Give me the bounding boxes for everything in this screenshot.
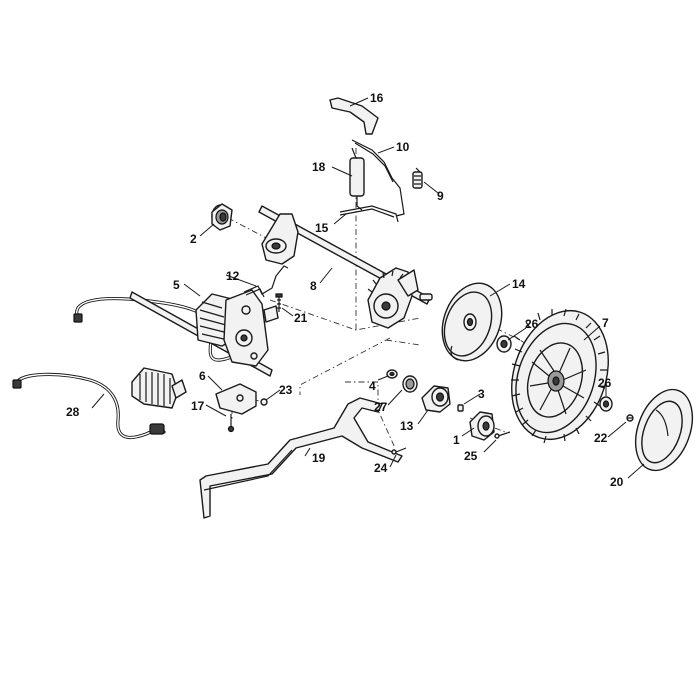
part-1-pinion (469, 411, 495, 441)
callout-7: 7 (602, 316, 609, 330)
part-22-screw (626, 414, 634, 422)
callout-22: 22 (594, 431, 608, 445)
callout-23: 23 (279, 383, 293, 397)
part-8-shaft (258, 205, 433, 329)
part-28-coil-unit (131, 367, 187, 409)
callout-8: 8 (310, 279, 317, 293)
part-28-cable (12, 372, 166, 440)
part-16-lever (329, 97, 379, 135)
callout-4: 4 (369, 379, 376, 393)
callout-14: 14 (512, 277, 526, 291)
callout-6: 6 (199, 369, 206, 383)
callout-10: 10 (396, 140, 410, 154)
callout-20: 20 (610, 475, 624, 489)
part-25-clip (494, 431, 511, 439)
part-12-spring-wire (243, 265, 289, 298)
part-24-pin (391, 447, 407, 455)
callout-15: 15 (315, 221, 329, 235)
part-7-rear-wheel (511, 308, 609, 444)
part-18-spring (349, 147, 365, 211)
part-15-wire-link (339, 205, 399, 223)
callout-3: 3 (478, 387, 485, 401)
part-23-screw (260, 398, 268, 406)
callout-13: 13 (400, 419, 414, 433)
callout-17: 17 (191, 399, 205, 413)
part-10-rod (351, 139, 405, 217)
callout-28: 28 (66, 405, 80, 419)
callout-18: 18 (312, 160, 326, 174)
callout-26b: 26 (598, 376, 612, 390)
callout-26a: 26 (525, 317, 539, 331)
part-19-frame (199, 397, 403, 519)
callout-leaders (91, 97, 645, 479)
callout-25: 25 (464, 449, 478, 463)
callout-21: 21 (294, 311, 308, 325)
part-20-hub-cap (634, 388, 694, 472)
part-6-bracket (215, 383, 257, 415)
callout-2: 2 (190, 232, 197, 246)
callout-24: 24 (374, 461, 388, 475)
callout-5: 5 (173, 278, 180, 292)
gearbox-assembly (129, 289, 279, 377)
part-2-bushing (211, 203, 233, 231)
callout-1: 1 (453, 433, 460, 447)
part-17-screw (227, 414, 235, 433)
part-26-bearing-right (599, 396, 613, 412)
part-14-hub-disc (441, 282, 503, 362)
part-13-clutch (421, 385, 451, 413)
callout-labels: 16 10 18 9 15 2 12 8 5 21 14 26 7 6 23 1… (66, 91, 624, 489)
part-21-screw (275, 293, 283, 312)
callout-9: 9 (437, 189, 444, 203)
part-9-spring (412, 167, 423, 189)
callout-16: 16 (370, 91, 384, 105)
part-4-washer (386, 369, 398, 379)
part-26-bearing-left (496, 335, 512, 353)
callout-19: 19 (312, 451, 326, 465)
callout-12: 12 (226, 269, 240, 283)
part-3-pin (457, 404, 464, 412)
callout-27: 27 (374, 400, 388, 414)
part-27-ring (402, 375, 418, 393)
